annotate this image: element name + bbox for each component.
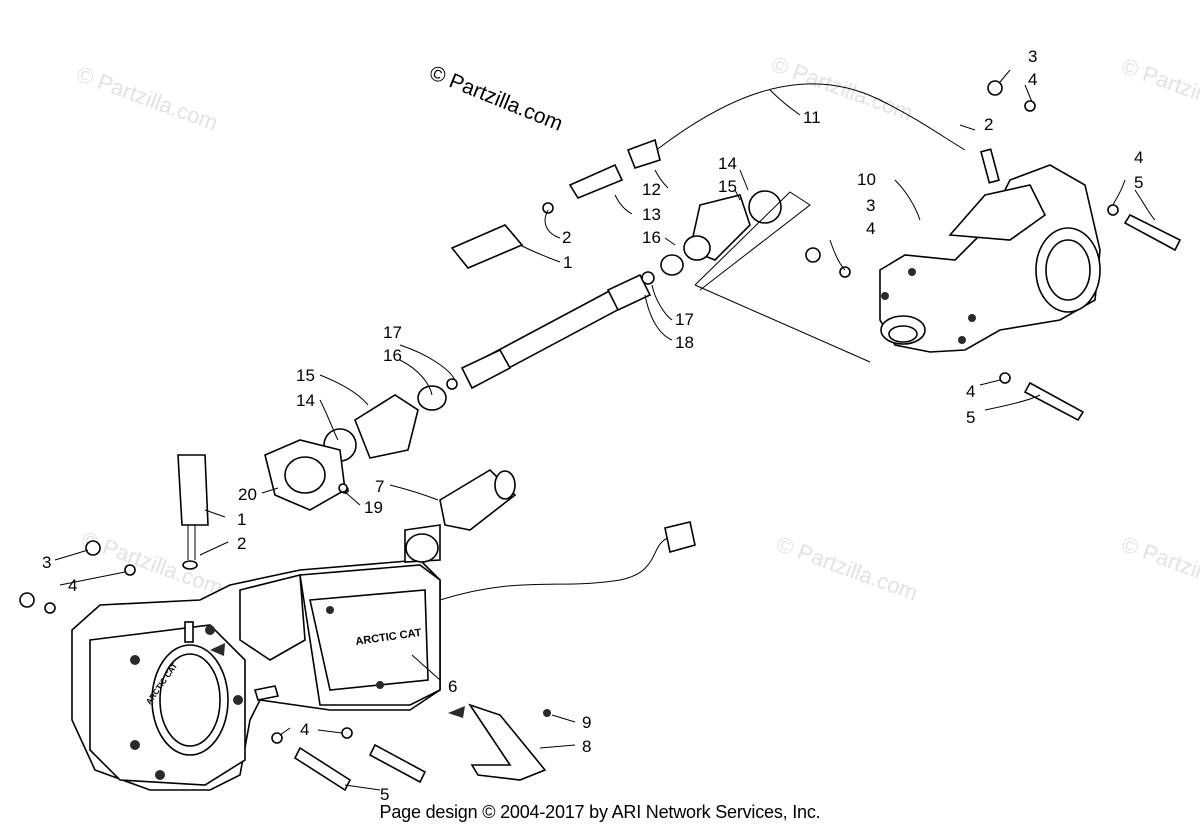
callout-1: 1 (237, 510, 246, 529)
page-footer: Page design © 2004-2017 by ARI Network S… (379, 802, 821, 822)
callout-4: 4 (1028, 70, 1037, 89)
rubber-boot-1-top (450, 224, 524, 269)
callout-12: 12 (642, 180, 661, 199)
fasteners (19, 80, 1182, 792)
transmission-assembly: ARCTIC CAT ARCTIC CAT (71, 524, 441, 791)
shift-cable (542, 83, 966, 214)
callout-6: 6 (448, 677, 457, 696)
callout-4: 4 (966, 382, 975, 401)
watermark: © Partzilla.com (768, 51, 916, 125)
callout-15: 15 (296, 366, 315, 385)
boot-upper (660, 190, 782, 276)
callout-2: 2 (237, 534, 246, 553)
callout-16: 16 (383, 346, 402, 365)
callout-5: 5 (966, 408, 975, 427)
callout-7: 7 (375, 477, 384, 496)
boot-lower (323, 385, 447, 462)
callout-18: 18 (675, 333, 694, 352)
rubber-boot-1-bottom (177, 454, 209, 570)
callout-2: 2 (562, 228, 571, 247)
callout-9: 9 (582, 713, 591, 732)
flange-20 (264, 439, 349, 511)
callout-16: 16 (642, 228, 661, 247)
callout-11: 11 (803, 108, 821, 127)
callout-4: 4 (68, 576, 77, 595)
leader-lines (54, 69, 1156, 791)
callout-3: 3 (42, 553, 51, 572)
callout-5: 5 (380, 785, 389, 804)
callout-14: 14 (718, 154, 737, 173)
callout-14: 14 (296, 391, 315, 410)
wire-harness (439, 521, 696, 601)
callout-4: 4 (866, 219, 875, 238)
callout-1: 1 (563, 253, 572, 272)
watermark: © Partzilla.com (78, 526, 226, 600)
callout-3: 3 (866, 196, 875, 215)
rear-differential (879, 148, 1101, 353)
watermark: © Partzilla.com (1118, 53, 1200, 127)
callout-4: 4 (300, 720, 309, 739)
callout-17: 17 (383, 323, 402, 342)
callouts: 1 2 12 13 11 14 15 16 17 18 10 3 4 2 3 4… (42, 47, 1143, 804)
watermark: © Partzilla.com (1118, 531, 1200, 605)
callout-17: 17 (675, 310, 694, 329)
callout-8: 8 (582, 737, 591, 756)
boot-7 (439, 468, 517, 531)
bracket-8 (448, 703, 551, 781)
copyright-mark: © Partzilla.com (426, 61, 566, 135)
driveshaft (446, 271, 655, 390)
callout-2: 2 (984, 115, 993, 134)
watermark: © Partzilla.com (73, 61, 221, 135)
watermark: © Partzilla.com (773, 531, 921, 605)
callout-10: 10 (857, 170, 876, 189)
callout-20: 20 (238, 485, 257, 504)
callout-3: 3 (1028, 47, 1037, 66)
callout-4: 4 (1134, 148, 1143, 167)
callout-5: 5 (1134, 173, 1143, 192)
callout-19: 19 (364, 498, 383, 517)
callout-13: 13 (642, 205, 661, 224)
callout-15: 15 (718, 177, 737, 196)
